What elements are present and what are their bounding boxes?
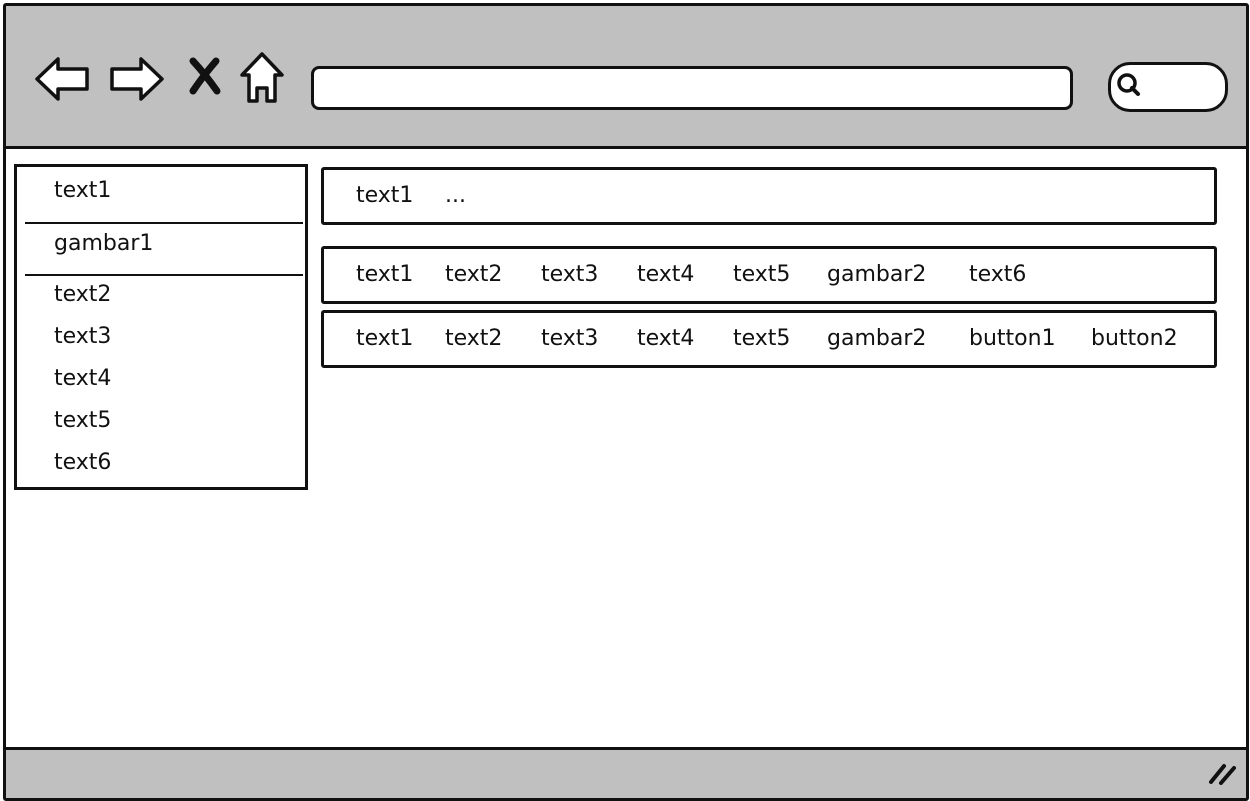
browser-toolbar	[6, 6, 1246, 149]
address-bar[interactable]	[311, 66, 1073, 110]
row2-cell-text4: text4	[637, 262, 695, 287]
button1[interactable]: button1	[969, 326, 1056, 351]
sidebar-item-text6[interactable]: text6	[54, 450, 112, 475]
row2-cell-text3: text3	[541, 262, 599, 287]
status-bar	[6, 747, 1246, 798]
search-box[interactable]	[1108, 62, 1228, 112]
row3-cell-text4: text4	[637, 326, 695, 351]
search-input[interactable]	[1147, 73, 1221, 101]
row2-cell-text1: text1	[356, 262, 414, 287]
content-row: text1 text2 text3 text4 text5 gambar2 bu…	[321, 310, 1217, 368]
sidebar-item-text4[interactable]: text4	[54, 366, 112, 391]
home-icon[interactable]	[238, 50, 286, 104]
row3-cell-text1: text1	[356, 326, 414, 351]
content-row: text1 text2 text3 text4 text5 gambar2 te…	[321, 246, 1217, 304]
sidebar-item-text5[interactable]: text5	[54, 408, 112, 433]
button2[interactable]: button2	[1091, 326, 1178, 351]
sidebar-item-text3[interactable]: text3	[54, 324, 112, 349]
sidebar-divider	[25, 274, 303, 276]
row1-cell-ellipsis: ...	[445, 183, 466, 208]
sidebar-image-placeholder: gambar1	[54, 231, 154, 256]
row3-cell-image-placeholder: gambar2	[827, 326, 927, 351]
resize-grip-icon[interactable]	[1208, 762, 1238, 790]
row2-cell-text5: text5	[733, 262, 791, 287]
browser-window: text1 gambar1 text2 text3 text4 text5 te…	[3, 3, 1249, 801]
sidebar-item-text2[interactable]: text2	[54, 282, 112, 307]
row2-cell-image-placeholder: gambar2	[827, 262, 927, 287]
row2-cell-text6: text6	[969, 262, 1027, 287]
row2-cell-text2: text2	[445, 262, 503, 287]
close-x-icon[interactable]	[188, 57, 222, 95]
row3-cell-text5: text5	[733, 326, 791, 351]
forward-arrow-icon[interactable]	[109, 56, 165, 102]
sidebar-title: text1	[54, 178, 112, 203]
back-arrow-icon[interactable]	[34, 56, 90, 102]
search-icon	[1115, 71, 1143, 103]
row1-cell-text1: text1	[356, 183, 414, 208]
sidebar-divider	[25, 222, 303, 224]
row3-cell-text3: text3	[541, 326, 599, 351]
content-row-header: text1 ...	[321, 167, 1217, 225]
sidebar: text1 gambar1 text2 text3 text4 text5 te…	[14, 164, 308, 490]
row3-cell-text2: text2	[445, 326, 503, 351]
